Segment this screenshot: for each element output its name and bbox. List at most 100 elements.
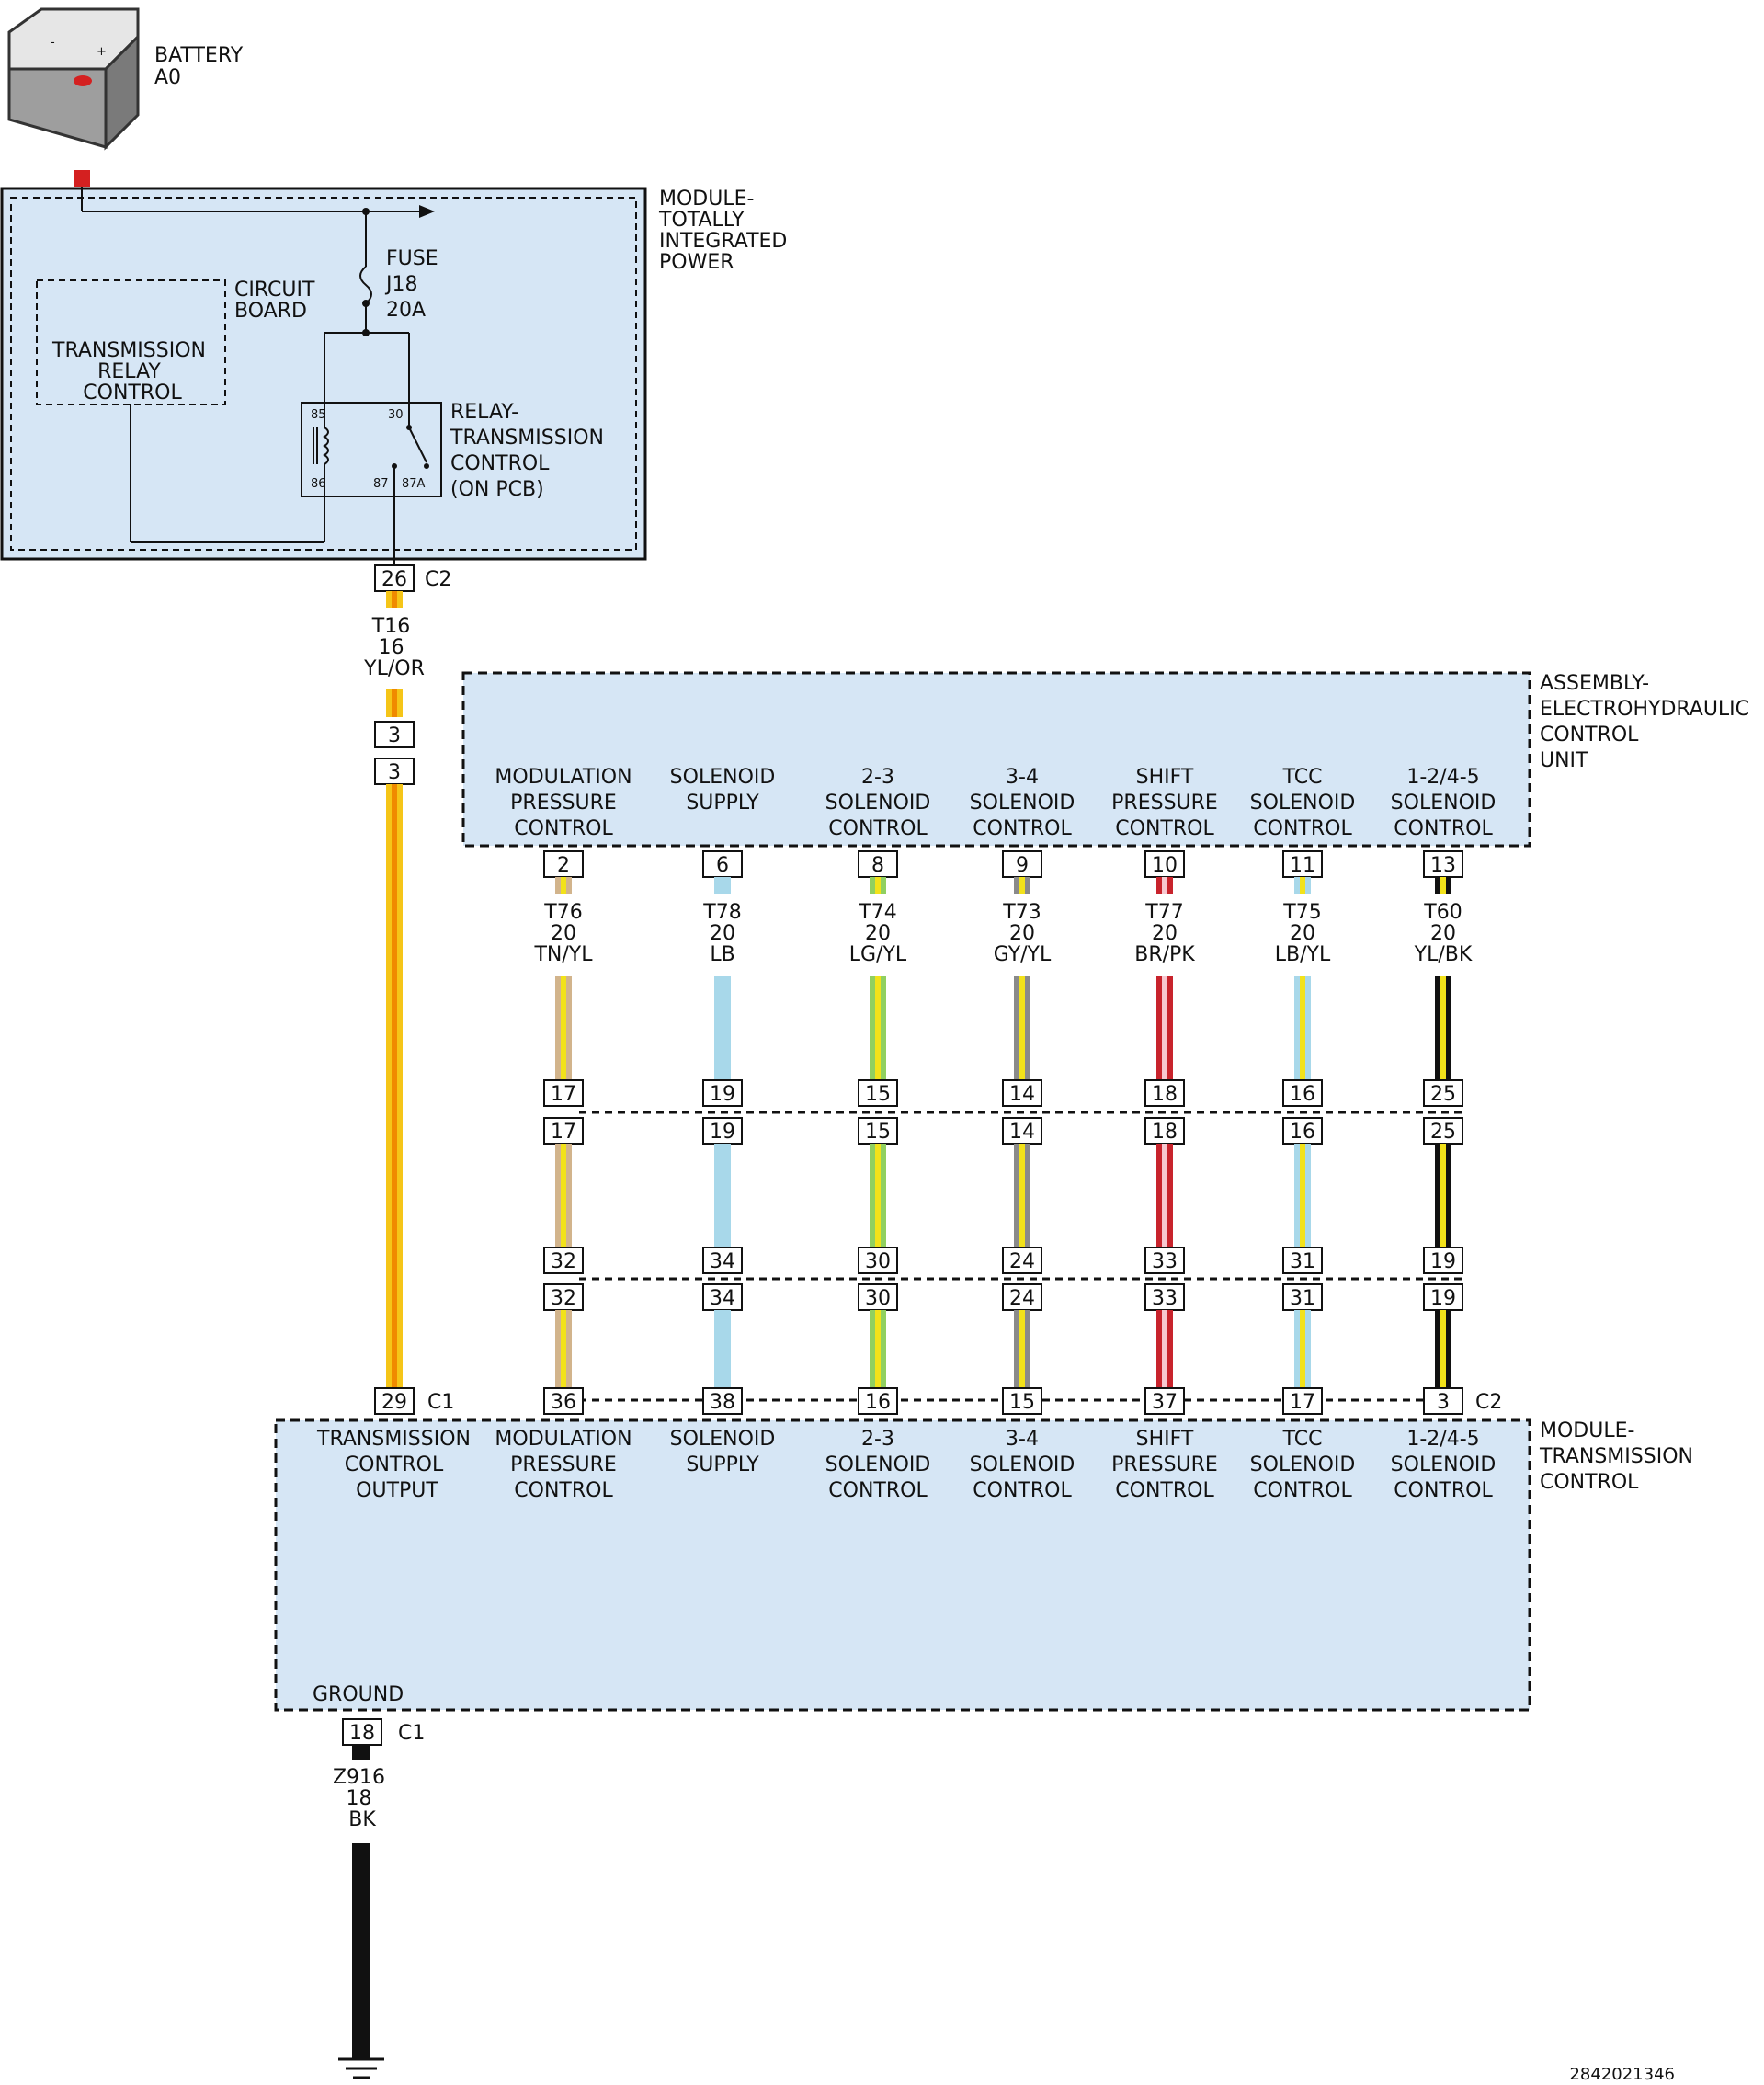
ehcu-pin: 9 [1016,854,1029,877]
relay-pin-30: 30 [388,408,404,422]
ehcu-pin: 2 [557,854,570,877]
inline2-pin-b: 31 [1290,1287,1315,1310]
tipm-c2-conn: C2 [425,568,451,591]
tcm-pin: 37 [1152,1391,1178,1414]
inline2-pin-b: 19 [1430,1287,1456,1310]
inline2-pin-b: 32 [551,1287,576,1310]
relay-box [301,402,442,497]
tcm-module [274,1418,1531,1712]
ground-icon [338,2057,384,2079]
fuse-label: FUSE J18 20A [384,247,445,322]
ehcu-pin: 10 [1152,854,1178,877]
tcm-c1-conn: C1 [427,1391,454,1414]
inline1-pin-a: 18 [1152,1083,1178,1106]
tcm-pin: 38 [710,1391,735,1414]
tcm-c2-conn: C2 [1475,1391,1502,1414]
circuit-board-label: CIRCUIT BOARD [234,279,321,323]
relay-label: RELAY- TRANSMISSION CONTROL (ON PCB) [450,401,610,501]
tipm-title: MODULE- TOTALLY INTEGRATED POWER [658,188,793,274]
inline2-pin-b: 34 [710,1287,735,1310]
inline1-pin-a: 15 [865,1083,891,1106]
relay-control-label: TRANSMISSION RELAY CONTROL [51,339,212,404]
inline2-pin-b: 24 [1009,1287,1035,1310]
feed-inline-pin-b: 3 [388,761,401,784]
inline1-pin-a: 25 [1430,1083,1456,1106]
tcm-title: MODULE- TRANSMISSION CONTROL [1539,1419,1700,1494]
tcm-ground-label: GROUND [313,1683,404,1706]
inline1-pin-b: 25 [1430,1121,1456,1144]
inline1-pin-b: 19 [710,1121,735,1144]
inline2-pin-a: 19 [1430,1250,1456,1273]
tcm-pin: 3 [1437,1391,1450,1414]
inline2-pin-a: 34 [710,1250,735,1273]
ehcu-module [461,671,1531,848]
ehcu-pin: 13 [1430,854,1456,877]
inline1-pin-a: 16 [1290,1083,1315,1106]
inline2-pin-a: 24 [1009,1250,1035,1273]
ehcu-pin: 11 [1290,854,1315,877]
tcm-output-label: TRANSMISSION CONTROL OUTPUT [316,1428,477,1502]
ground-conn: C1 [398,1722,425,1745]
relay-switch-icon [408,427,427,463]
ehcu-title: ASSEMBLY- ELECTROHYDRAULIC CONTROL UNIT [1540,672,1756,772]
feed-wire-label: T16 16 YL/OR [363,615,425,680]
inline1-pin-a: 14 [1009,1083,1035,1106]
battery-icon: - + [7,7,140,151]
circuit-board [36,279,226,405]
battery-name: BATTERY [154,44,244,67]
relay-pin-87: 87 [373,477,389,491]
feed-wire: 26 C2 T16 16 YL/OR 3 3 [363,564,451,1388]
ground-wire-label: Z916 18 BK [333,1766,392,1831]
inline2-pin-a: 30 [865,1250,891,1273]
ground-pin: 18 [349,1722,375,1745]
inline1-pin-b: 17 [551,1121,576,1144]
inline2-pin-a: 31 [1290,1250,1315,1273]
tcm-pin: 15 [1009,1391,1035,1414]
tcm-pin: 36 [551,1391,576,1414]
battery-id: A0 [154,66,181,89]
svg-text:-: - [51,36,55,50]
relay-pin-85: 85 [311,408,326,422]
ehcu-pin: 6 [716,854,729,877]
battery-terminal [74,170,90,187]
relay-pin-87a: 87A [402,477,426,491]
inline1-pin-a: 19 [710,1083,735,1106]
relay-coil-icon [323,427,329,465]
tcm-pin: 17 [1290,1391,1315,1414]
inline1-pin-b: 15 [865,1121,891,1144]
svg-text:+: + [97,45,107,59]
inline2-pin-b: 30 [865,1287,891,1310]
inline2-pin-b: 33 [1152,1287,1178,1310]
relay-pin-86: 86 [311,477,326,491]
feed-inline-pin-a: 3 [388,724,401,747]
inline1-pin-b: 18 [1152,1121,1178,1144]
inline1-pin-b: 16 [1290,1121,1315,1144]
inline1-pin-a: 17 [551,1083,576,1106]
